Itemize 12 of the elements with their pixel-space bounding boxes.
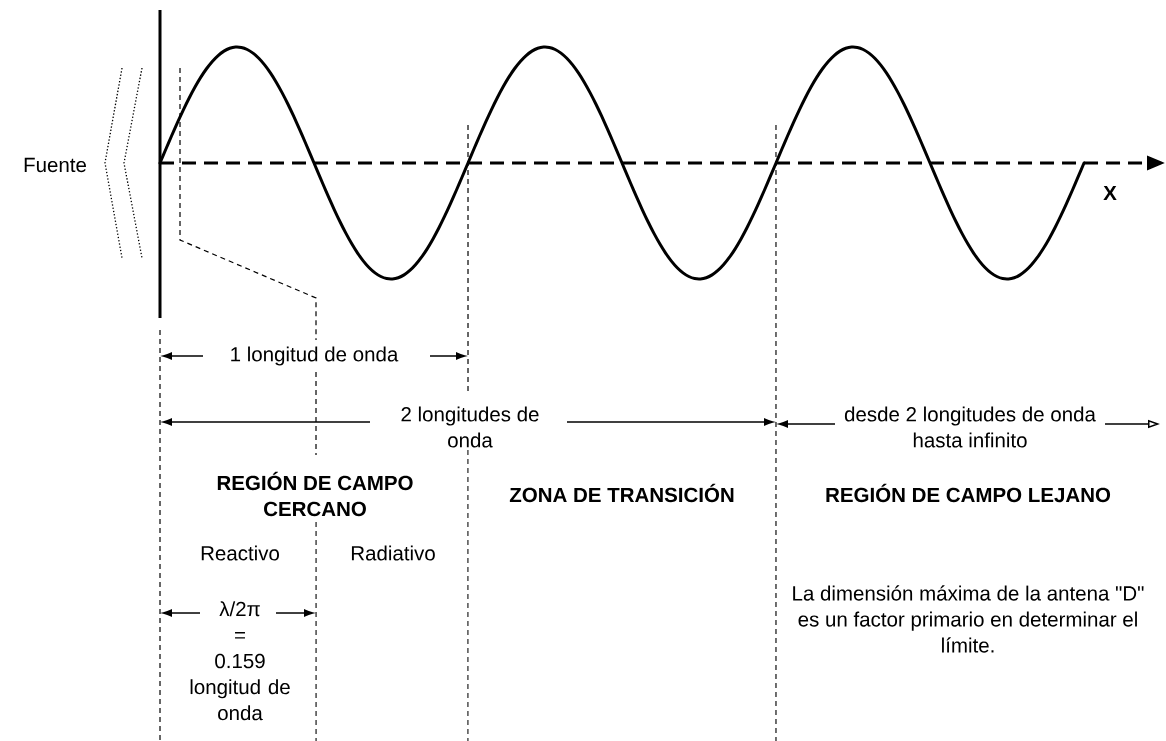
note-text: La dimensión máxima de la antena "D" es un factor primario en determinar el límite. [793, 585, 1144, 653]
subregion-label: Radiativo [351, 545, 435, 561]
region-heading: REGIÓN DE CAMPO LEJANO [826, 483, 1111, 503]
source-label: Fuente [24, 157, 86, 173]
region-heading: REGIÓN DE CAMPO CERCANO [217, 471, 413, 517]
subregion-label: Reactivo [201, 545, 279, 561]
dimension-label: 1 longitud de onda [231, 346, 399, 366]
dimension-label: 2 longitudes de onda [401, 406, 539, 448]
axis-label: X [1103, 185, 1117, 201]
distance-label: λ/2π = 0.159 longitud de onda [190, 601, 290, 721]
region-heading: ZONA DE TRANSICIÓN [509, 483, 734, 503]
dimension-label: desde 2 longitudes de onda hasta infinito [844, 406, 1096, 448]
